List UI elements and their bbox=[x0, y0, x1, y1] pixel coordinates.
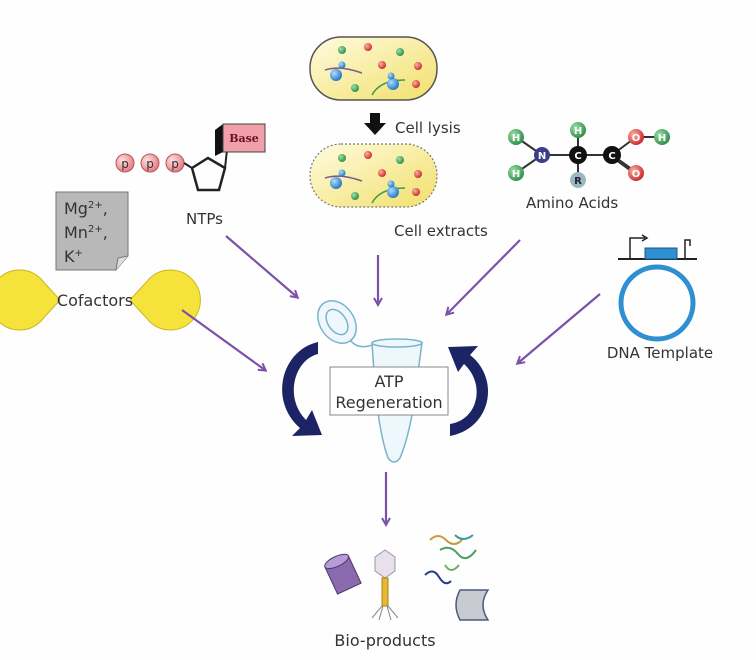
svg-text:p: p bbox=[146, 157, 154, 171]
svg-text:O: O bbox=[632, 169, 641, 180]
dna-arrow bbox=[518, 293, 601, 363]
svg-text:Base: Base bbox=[229, 132, 259, 145]
cofactors-label: Cofactors bbox=[57, 291, 133, 310]
cell-extract bbox=[309, 143, 438, 208]
svg-text:R: R bbox=[574, 176, 582, 187]
lysis-arrow-icon bbox=[364, 113, 386, 135]
bio-products-label: Bio-products bbox=[334, 631, 435, 650]
cell-extracts-label: Cell extracts bbox=[394, 222, 488, 240]
svg-text:Mn2+,: Mn2+, bbox=[64, 223, 108, 242]
bio-products-icons bbox=[324, 534, 490, 621]
amino-acid-structure: H H N H C R C O H O bbox=[508, 122, 670, 188]
svg-text:K+: K+ bbox=[64, 247, 83, 266]
cell-lysis-label: Cell lysis bbox=[395, 119, 461, 137]
dna-template-icon bbox=[618, 234, 697, 342]
cycle-arrow-right-icon bbox=[448, 346, 489, 436]
atp-label: ATP bbox=[374, 372, 403, 391]
svg-text:p: p bbox=[171, 157, 179, 171]
svg-text:C: C bbox=[608, 151, 615, 162]
ntps-label: NTPs bbox=[186, 210, 223, 228]
input-arrows bbox=[181, 235, 601, 524]
svg-text:C: C bbox=[574, 151, 581, 162]
svg-text:N: N bbox=[538, 151, 546, 162]
cofactor-arrow bbox=[181, 309, 265, 370]
atp-regeneration-box bbox=[329, 366, 449, 416]
svg-text:p: p bbox=[121, 157, 129, 171]
dna-template-label: DNA Template bbox=[607, 344, 713, 362]
ion-note: Mg2+, Mn2+, K+ bbox=[55, 191, 129, 271]
svg-text:H: H bbox=[512, 133, 520, 144]
regeneration-label: Regeneration bbox=[335, 393, 442, 412]
svg-text:H: H bbox=[512, 169, 520, 180]
svg-text:H: H bbox=[574, 126, 582, 137]
svg-text:H: H bbox=[658, 133, 666, 144]
amino-arrow bbox=[447, 239, 521, 314]
amino-acids-label: Amino Acids bbox=[526, 194, 618, 212]
cofactor-left-shape bbox=[0, 269, 61, 331]
cofactor-right-shape bbox=[129, 269, 201, 331]
svg-text:O: O bbox=[632, 133, 641, 144]
ntp-structure: p p p Base bbox=[115, 123, 266, 192]
intact-cell bbox=[309, 36, 438, 101]
ntp-arrow bbox=[225, 235, 297, 297]
svg-text:Mg2+,: Mg2+, bbox=[64, 199, 108, 218]
cycle-arrow-left-icon bbox=[282, 342, 322, 436]
